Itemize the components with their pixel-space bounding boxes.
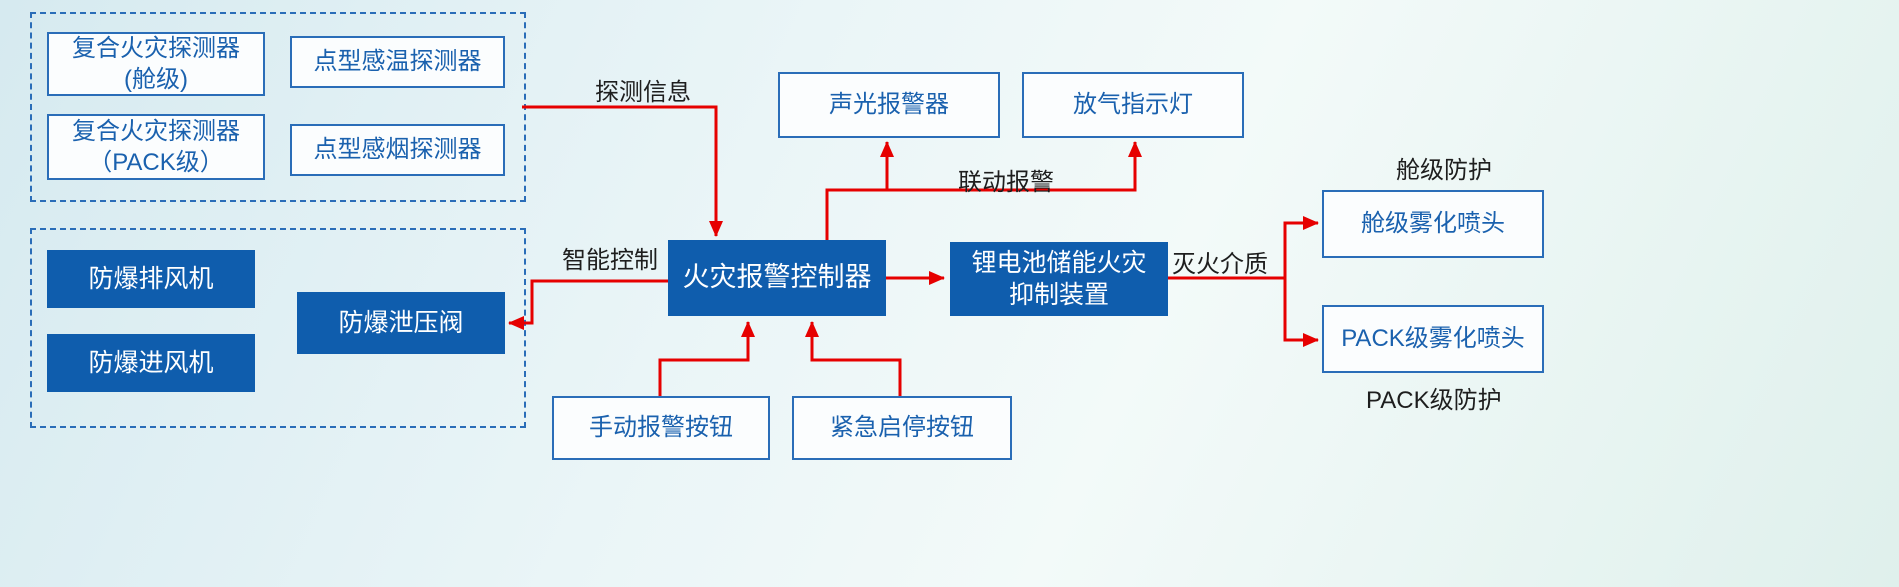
composite-detector-pack-box: 复合火灾探测器 （PACK级） — [47, 114, 265, 180]
manual-alarm-button-box: 手动报警按钮 — [552, 396, 770, 460]
emergency-stop-button-box: 紧急启停按钮 — [792, 396, 1012, 460]
cabin-nozzle-box: 舱级雾化喷头 — [1322, 190, 1544, 258]
exhaust-fan-box: 防爆排风机 — [47, 250, 255, 308]
composite-detector-cabin-box: 复合火灾探测器 (舱级) — [47, 32, 265, 96]
pressure-relief-valve-box: 防爆泄压阀 — [297, 292, 505, 354]
ventilation-group-frame — [30, 228, 526, 428]
intake-fan-box: 防爆进风机 — [47, 334, 255, 392]
sound-light-alarm-box: 声光报警器 — [778, 72, 1000, 138]
fire-alarm-controller-box: 火灾报警控制器 — [668, 240, 886, 316]
label-pack-protection: PACK级防护 — [1366, 387, 1502, 414]
pack-nozzle-box: PACK级雾化喷头 — [1322, 305, 1544, 373]
label-smart-control: 智能控制 — [562, 247, 658, 274]
point-smoke-detector-box: 点型感烟探测器 — [290, 124, 505, 176]
label-linked-alarm: 联动报警 — [958, 169, 1054, 196]
label-extinguishing-medium: 灭火介质 — [1172, 251, 1268, 278]
label-cabin-protection: 舱级防护 — [1396, 157, 1492, 184]
point-heat-detector-box: 点型感温探测器 — [290, 36, 505, 88]
gas-release-indicator-box: 放气指示灯 — [1022, 72, 1244, 138]
label-detection-info: 探测信息 — [595, 79, 691, 106]
suppression-device-box: 锂电池储能火灾 抑制装置 — [950, 242, 1168, 316]
